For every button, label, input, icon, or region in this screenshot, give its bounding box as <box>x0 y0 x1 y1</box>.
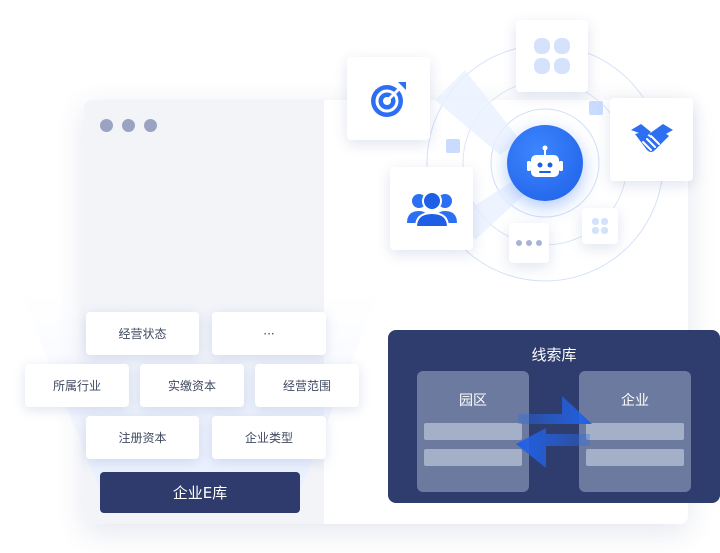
tag-registered-capital[interactable]: 注册资本 <box>86 416 199 459</box>
robot-avatar <box>507 125 583 201</box>
park-card-label: 园区 <box>459 393 487 409</box>
tag-business-status[interactable]: 经营状态 <box>86 312 199 355</box>
placeholder-bar <box>424 449 522 466</box>
clover-icon <box>534 38 570 74</box>
more-icon <box>516 240 542 246</box>
window-dot <box>122 119 135 132</box>
exchange-arrows-icon <box>516 396 592 468</box>
tag-business-scope[interactable]: 经营范围 <box>255 364 359 407</box>
floating-square <box>589 101 603 115</box>
tag-industry[interactable]: 所属行业 <box>25 364 129 407</box>
tag-more[interactable]: ··· <box>212 312 326 355</box>
robot-icon <box>527 145 563 177</box>
enterprise-library-button[interactable]: 企业E库 <box>100 472 300 513</box>
handshake-card <box>610 98 693 181</box>
placeholder-bar <box>586 423 684 440</box>
tag-paid-capital[interactable]: 实缴资本 <box>140 364 244 407</box>
placeholder-bar <box>586 449 684 466</box>
window-dot <box>100 119 113 132</box>
handshake-icon <box>630 123 673 152</box>
small-clover-icon <box>592 218 608 234</box>
window-dot <box>144 119 157 132</box>
target-card <box>347 57 430 140</box>
placeholder-bar <box>424 423 522 440</box>
enterprise-card-label: 企业 <box>621 393 649 409</box>
floating-square <box>446 139 460 153</box>
target-icon <box>370 81 406 117</box>
users-icon <box>406 190 457 228</box>
tag-company-type[interactable]: 企业类型 <box>212 416 326 459</box>
clue-library-title: 线索库 <box>531 346 577 364</box>
small-clover-card <box>582 208 618 244</box>
users-card <box>390 167 473 250</box>
clover-card <box>516 20 588 92</box>
more-card <box>509 223 549 263</box>
